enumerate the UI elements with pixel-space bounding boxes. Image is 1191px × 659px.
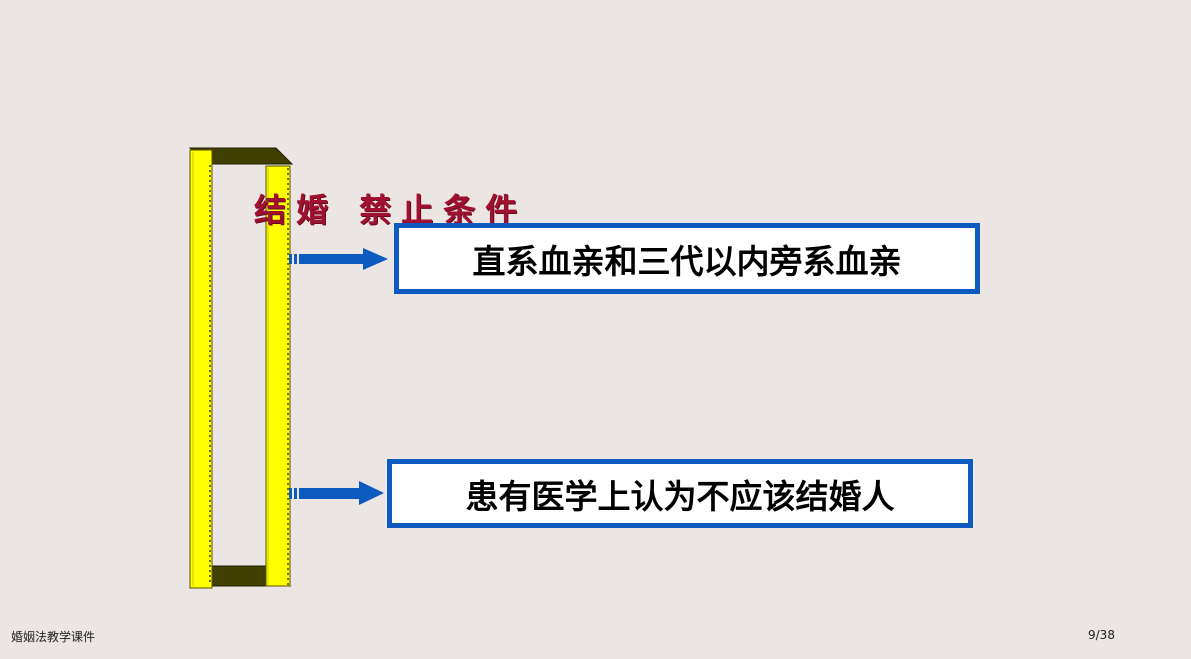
right-arrow-icon: [289, 481, 384, 505]
slide-title: 结婚 禁止条件: [254, 191, 528, 229]
footer-page-number: 9/38: [1088, 628, 1115, 642]
frame-right-bar: [265, 165, 291, 587]
right-arrow-icon: [289, 248, 388, 270]
condition-box-medical: 患有医学上认为不应该结婚人: [387, 459, 973, 528]
condition-text: 患有医学上认为不应该结婚人: [465, 476, 895, 516]
frame-left-bar: [189, 149, 213, 589]
condition-text: 直系血亲和三代以内旁系血亲: [472, 241, 902, 281]
footer-course-title: 婚姻法教学课件: [11, 630, 96, 644]
condition-box-blood-relatives: 直系血亲和三代以内旁系血亲: [394, 223, 980, 294]
